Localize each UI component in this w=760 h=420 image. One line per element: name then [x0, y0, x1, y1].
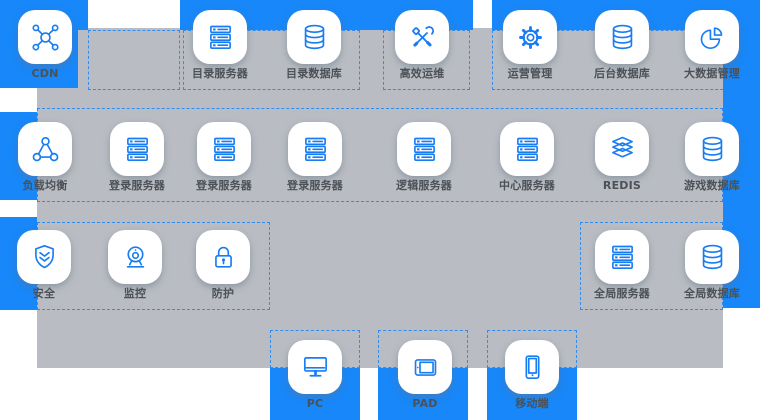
- node-mobile: [505, 340, 559, 394]
- pad-icon: [409, 351, 442, 384]
- database-icon: [696, 133, 729, 166]
- server-icon: [121, 133, 154, 166]
- node-global-database: [685, 230, 739, 284]
- node-label-operation-management: 运营管理: [507, 67, 553, 80]
- node-label-login-server-1: 登录服务器: [109, 179, 165, 192]
- node-logic-server: [397, 122, 451, 176]
- shield-icon: [28, 241, 61, 274]
- node-label-backend-database: 后台数据库: [594, 67, 650, 80]
- node-label-cdn: CDN: [31, 67, 59, 80]
- node-label-login-server-3: 登录服务器: [287, 179, 343, 192]
- server-icon: [208, 133, 241, 166]
- diagram-panel: [37, 28, 723, 368]
- database-icon: [298, 21, 331, 54]
- node-label-global-database: 全局数据库: [684, 287, 740, 300]
- node-label-game-database: 游戏数据库: [684, 179, 740, 192]
- zone-edge-empty: [88, 30, 180, 90]
- node-label-load-balancer: 负载均衡: [22, 179, 68, 192]
- tools-icon: [406, 21, 439, 54]
- node-global-server: [595, 230, 649, 284]
- node-label-pc: PC: [306, 397, 324, 410]
- database-icon: [606, 21, 639, 54]
- lock-icon: [207, 241, 240, 274]
- node-backend-database: [595, 10, 649, 64]
- node-label-login-server-2: 登录服务器: [196, 179, 252, 192]
- node-label-directory-database: 目录数据库: [286, 67, 342, 80]
- node-label-protection: 防护: [211, 287, 235, 300]
- node-label-efficient-ops: 高效运维: [399, 67, 445, 80]
- node-label-monitoring: 监控: [123, 287, 147, 300]
- node-security: [17, 230, 71, 284]
- node-login-server-1: [110, 122, 164, 176]
- node-pc: [288, 340, 342, 394]
- server-icon: [408, 133, 441, 166]
- webcam-icon: [119, 241, 152, 274]
- node-label-pad: PAD: [412, 397, 438, 410]
- node-login-server-3: [288, 122, 342, 176]
- node-label-directory-server: 目录服务器: [192, 67, 248, 80]
- server-icon: [606, 241, 639, 274]
- zone-directory: [183, 30, 360, 90]
- cdn-icon: [29, 21, 62, 54]
- phone-icon: [516, 351, 549, 384]
- load-balancer-icon: [29, 133, 62, 166]
- node-center-server: [500, 122, 554, 176]
- pc-icon: [299, 351, 332, 384]
- node-label-global-server: 全局服务器: [594, 287, 650, 300]
- node-redis: [595, 122, 649, 176]
- node-label-center-server: 中心服务器: [499, 179, 555, 192]
- node-efficient-ops: [395, 10, 449, 64]
- node-game-database: [685, 122, 739, 176]
- node-label-logic-server: 逻辑服务器: [396, 179, 452, 192]
- node-operation-management: [503, 10, 557, 64]
- redis-icon: [606, 133, 639, 166]
- node-label-mobile: 移动端: [515, 397, 549, 410]
- node-monitoring: [108, 230, 162, 284]
- node-cdn: [18, 10, 72, 64]
- pie-icon: [696, 21, 729, 54]
- node-label-security: 安全: [32, 287, 56, 300]
- node-directory-database: [287, 10, 341, 64]
- gear-icon: [514, 21, 547, 54]
- node-big-data-management: [685, 10, 739, 64]
- node-directory-server: [193, 10, 247, 64]
- node-label-redis: REDIS: [602, 179, 642, 192]
- node-login-server-2: [197, 122, 251, 176]
- server-icon: [299, 133, 332, 166]
- server-icon: [511, 133, 544, 166]
- node-pad: [398, 340, 452, 394]
- node-protection: [196, 230, 250, 284]
- server-icon: [204, 21, 237, 54]
- database-icon: [696, 241, 729, 274]
- node-load-balancer: [18, 122, 72, 176]
- node-label-big-data-management: 大数据管理: [684, 67, 740, 80]
